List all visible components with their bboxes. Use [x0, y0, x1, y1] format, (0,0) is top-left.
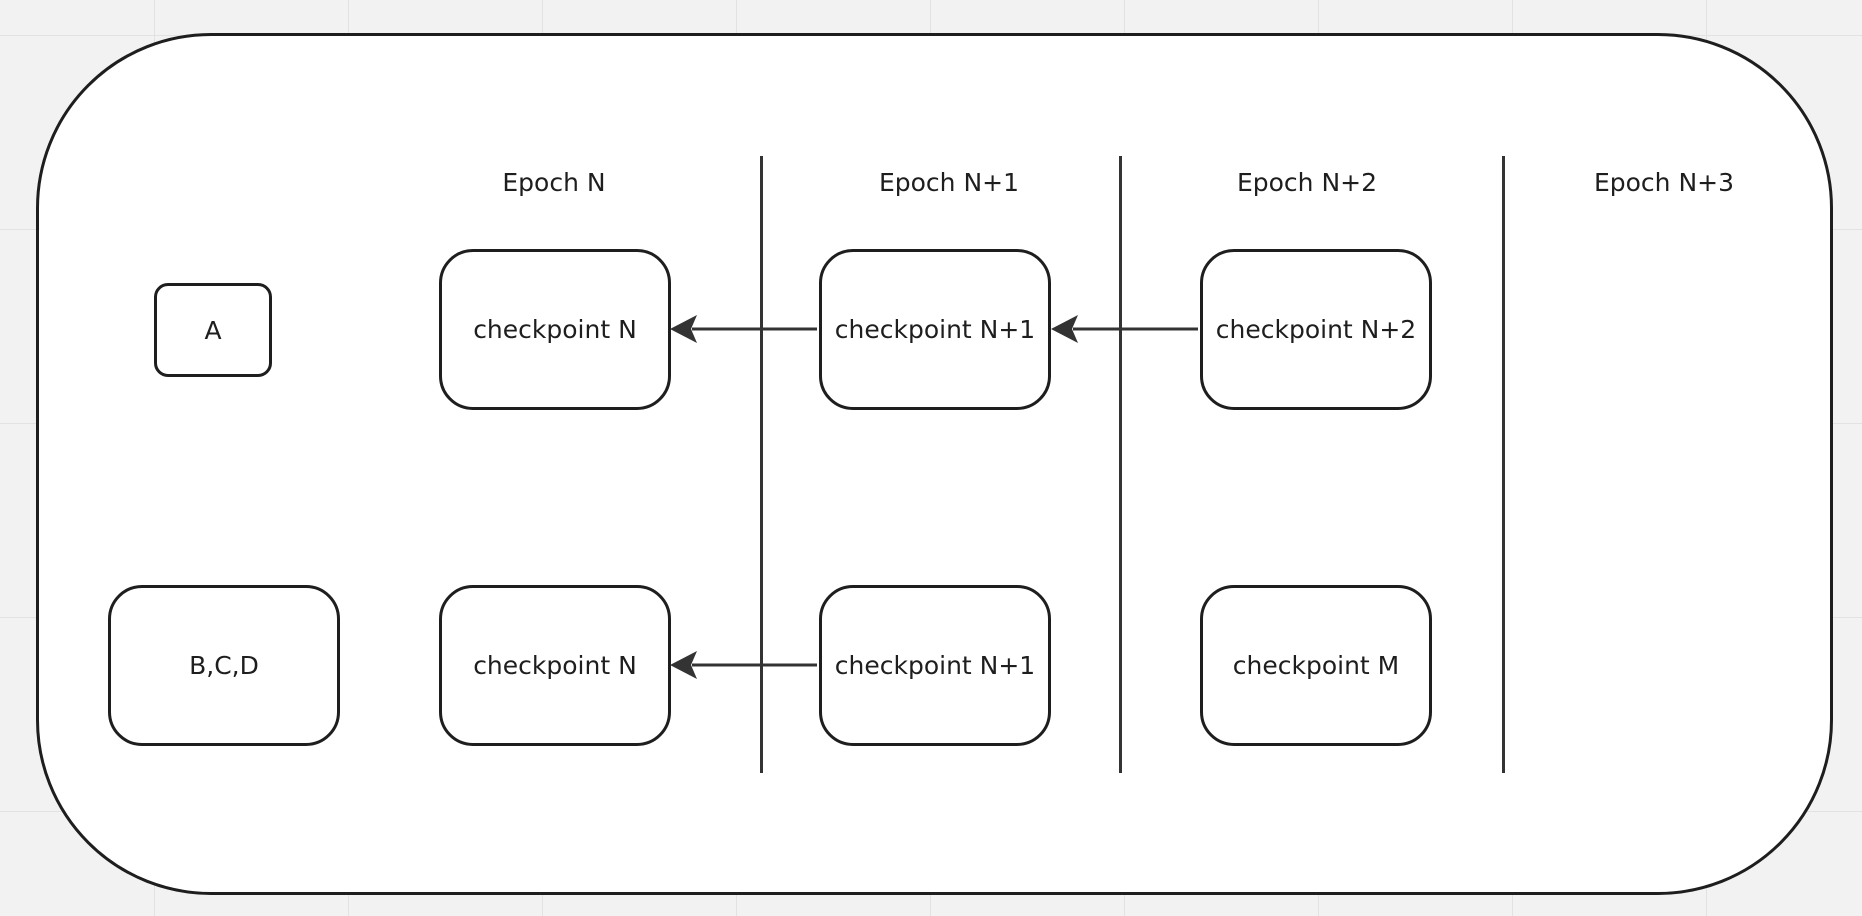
epoch-divider-2[interactable]	[1119, 156, 1122, 773]
checkpoint-node-top-n[interactable]: checkpoint N	[439, 249, 671, 410]
checkpoint-node-label: checkpoint N	[473, 315, 637, 344]
group-node-bcd[interactable]: B,C,D	[108, 585, 340, 746]
checkpoint-node-top-n2[interactable]: checkpoint N+2	[1200, 249, 1432, 410]
epoch-divider-1[interactable]	[760, 156, 763, 773]
epoch-label-n1: Epoch N+1	[878, 168, 1020, 197]
diagram-frame[interactable]	[36, 33, 1833, 895]
checkpoint-node-bottom-n[interactable]: checkpoint N	[439, 585, 671, 746]
checkpoint-node-top-n1[interactable]: checkpoint N+1	[819, 249, 1051, 410]
epoch-label-n: Epoch N	[502, 168, 606, 197]
group-node-a-label: A	[204, 315, 222, 345]
epoch-divider-3[interactable]	[1502, 156, 1505, 773]
epoch-label-n3: Epoch N+3	[1593, 168, 1735, 197]
group-node-bcd-label: B,C,D	[189, 651, 259, 680]
checkpoint-node-label: checkpoint N	[473, 651, 637, 680]
checkpoint-node-label: checkpoint N+1	[834, 651, 1036, 680]
checkpoint-node-bottom-n1[interactable]: checkpoint N+1	[819, 585, 1051, 746]
checkpoint-node-label: checkpoint M	[1232, 651, 1400, 680]
checkpoint-node-label: checkpoint N+1	[834, 315, 1036, 344]
group-node-a[interactable]: A	[154, 283, 272, 377]
epoch-label-n2: Epoch N+2	[1236, 168, 1378, 197]
checkpoint-node-label: checkpoint N+2	[1215, 315, 1417, 344]
checkpoint-node-bottom-m[interactable]: checkpoint M	[1200, 585, 1432, 746]
